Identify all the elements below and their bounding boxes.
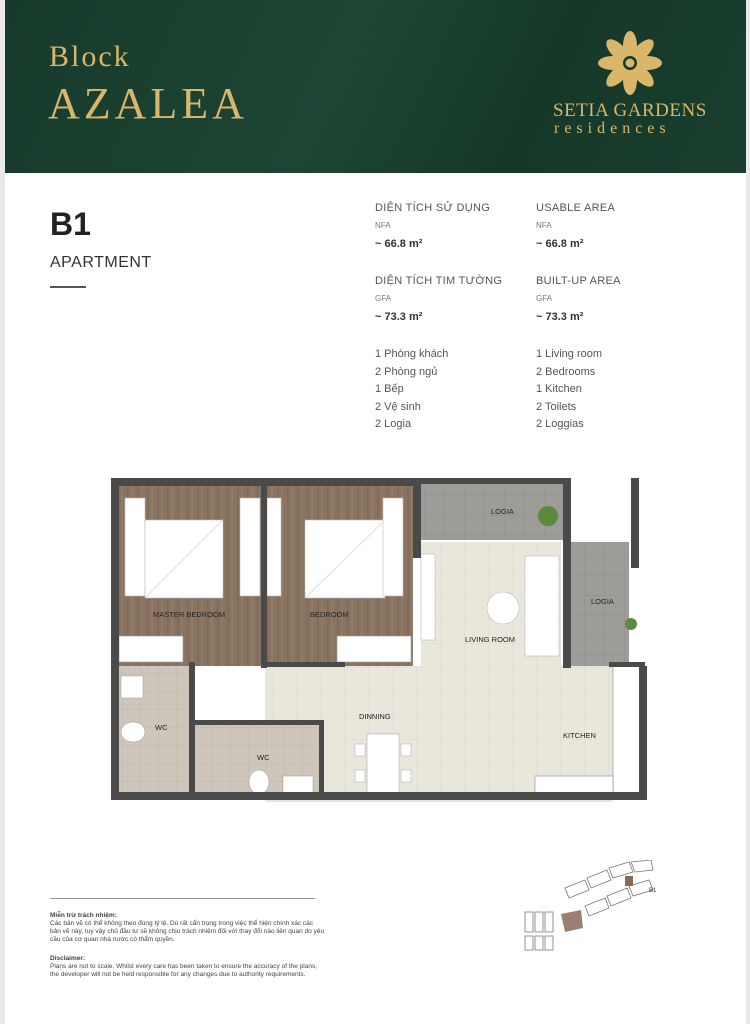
label-kitchen: KITCHEN bbox=[563, 731, 596, 740]
header-banner: Block AZALEA SETIA GARDENS residences bbox=[5, 0, 746, 173]
disclaimer-en-title: Disclaimer: bbox=[50, 955, 86, 962]
room-item: 2 Loggias bbox=[536, 418, 584, 430]
room-item: 2 Phòng ngủ bbox=[375, 365, 438, 378]
rooms-list-en: 1 Living room 2 Bedrooms 1 Kitchen 2 Toi… bbox=[536, 346, 602, 434]
room-item: 2 Logia bbox=[375, 418, 412, 430]
nfa-vi-value: ~ 66.8 m² bbox=[375, 238, 423, 250]
unit-code: B1 bbox=[50, 206, 91, 242]
floor-plan-sheet: Block AZALEA SETIA GARDENS residences B1… bbox=[5, 0, 746, 1024]
floor-plan-drawing: MASTER BEDROOM BEDROOM LOGIA LOGIA LIVIN… bbox=[111, 478, 647, 802]
unit-location-marker bbox=[625, 876, 633, 886]
room-item: 2 Vệ sinh bbox=[375, 400, 421, 413]
nfa-vi-block: DIỆN TÍCH SỬ DỤNG NFA ~ 66.8 m² bbox=[375, 202, 490, 250]
room-item: 2 Toilets bbox=[536, 400, 577, 413]
brand-subtitle: residences bbox=[554, 120, 671, 137]
nfa-en-abbr: NFA bbox=[536, 221, 552, 230]
nfa-en-label: USABLE AREA bbox=[536, 202, 616, 214]
nfa-en-value: ~ 66.8 m² bbox=[536, 238, 584, 250]
gfa-vi-block: DIỆN TÍCH TIM TƯỜNG GFA ~ 73.3 m² bbox=[375, 275, 502, 323]
brand-name: SETIA GARDENS bbox=[553, 100, 707, 121]
label-master-bedroom: MASTER BEDROOM bbox=[153, 610, 225, 619]
gfa-vi-label: DIỆN TÍCH TIM TƯỜNG bbox=[375, 275, 503, 287]
disclaimer-en: Disclaimer: Plans are not to scale. Whil… bbox=[50, 955, 325, 979]
label-bedroom: BEDROOM bbox=[310, 610, 349, 619]
label-living-room: LIVING ROOM bbox=[465, 635, 515, 644]
room-item: 1 Phòng khách bbox=[375, 348, 449, 360]
gfa-vi-abbr: GFA bbox=[375, 294, 392, 303]
room-item: 1 Living room bbox=[536, 348, 603, 360]
flower-logo-icon bbox=[598, 31, 662, 95]
gfa-en-block: BUILT-UP AREA GFA ~ 73.3 m² bbox=[536, 275, 621, 323]
key-plan-unit-label: B1 bbox=[649, 888, 657, 894]
room-item: 1 Bếp bbox=[375, 383, 404, 395]
gfa-en-value: ~ 73.3 m² bbox=[536, 311, 584, 323]
unit-type: APARTMENT bbox=[50, 254, 152, 271]
disclaimer-divider bbox=[50, 898, 315, 899]
key-plan-map: B1 bbox=[524, 860, 657, 951]
disclaimer-vi: Miễn trừ trách nhiệm: Các bản vẽ có thể … bbox=[50, 912, 325, 944]
label-logia-right: LOGIA bbox=[591, 597, 614, 606]
gfa-vi-value: ~ 73.3 m² bbox=[375, 311, 423, 323]
title-divider bbox=[50, 286, 86, 288]
nfa-vi-abbr: NFA bbox=[375, 221, 391, 230]
logia-right-floor bbox=[571, 542, 629, 666]
gfa-en-label: BUILT-UP AREA bbox=[536, 275, 621, 287]
rooms-list-vi: 1 Phòng khách 2 Phòng ngủ 1 Bếp 2 Vệ sin… bbox=[375, 346, 448, 434]
disclaimer-vi-text: Các bản vẽ có thể không theo đúng tỷ lệ.… bbox=[50, 920, 325, 943]
disclaimer-vi-title: Miễn trừ trách nhiệm: bbox=[50, 912, 117, 919]
room-item: 1 Kitchen bbox=[536, 383, 582, 395]
nfa-en-block: USABLE AREA NFA ~ 66.8 m² bbox=[536, 202, 615, 250]
block-label: Block bbox=[49, 40, 131, 73]
gfa-en-abbr: GFA bbox=[536, 294, 553, 303]
block-name: AZALEA bbox=[48, 79, 248, 128]
label-wc-1: WC bbox=[155, 723, 168, 732]
label-logia-top: LOGIA bbox=[491, 507, 514, 516]
nfa-vi-label: DIỆN TÍCH SỬ DỤNG bbox=[375, 202, 491, 214]
room-item: 2 Bedrooms bbox=[536, 365, 596, 378]
label-wc-2: WC bbox=[257, 753, 270, 762]
label-dinning: DINNING bbox=[359, 712, 391, 721]
disclaimer-en-text: Plans are not to scale. Whilst every car… bbox=[50, 963, 318, 978]
